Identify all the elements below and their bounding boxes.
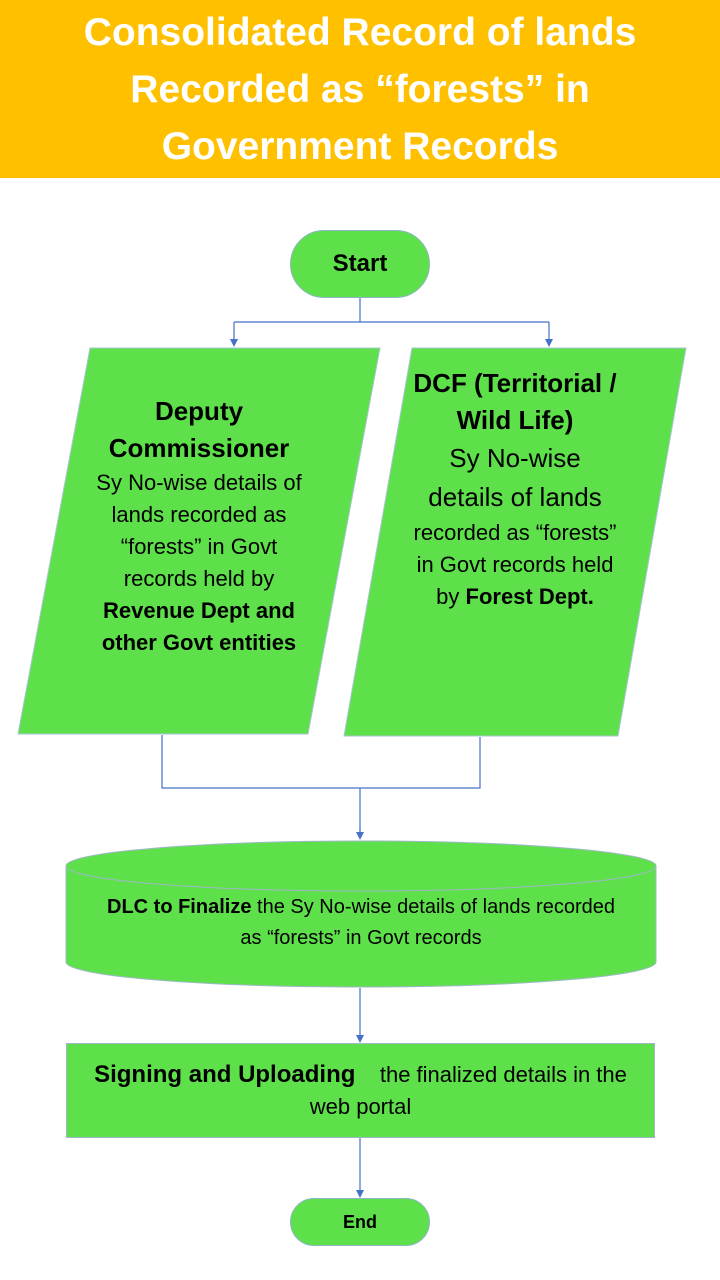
parallelogram-shape-left	[17, 347, 381, 735]
deputy-commissioner-text: Deputy Commissioner Sy No-wise details o…	[86, 393, 312, 659]
dlc-finalize-lead: DLC to Finalize	[107, 896, 252, 918]
dcf-body: recorded as “forests” in Govt records he…	[413, 520, 617, 609]
end-label: End	[343, 1211, 377, 1232]
deputy-commissioner-box: Deputy Commissioner Sy No-wise details o…	[16, 347, 382, 735]
dlc-finalize-body: the Sy No-wise details of lands recorded…	[240, 896, 615, 949]
deputy-commissioner-body: Sy No-wise details of lands recorded as …	[96, 470, 302, 591]
start-label: Start	[332, 250, 388, 277]
deputy-commissioner-title: Deputy Commissioner	[108, 396, 290, 463]
header-banner: Consolidated Record of lands Recorded as…	[0, 0, 720, 178]
dcf-bold: Forest Dept.	[465, 584, 594, 609]
signing-uploading-lead: Signing and Uploading	[94, 1060, 356, 1088]
dlc-finalize-cylinder: DLC to Finalize the Sy No-wise details o…	[65, 840, 657, 988]
cylinder-shape	[65, 840, 657, 988]
deputy-commissioner-bold: Revenue Dept and other Govt entities	[101, 598, 297, 655]
dlc-finalize-text: DLC to Finalize the Sy No-wise details o…	[105, 892, 617, 954]
connector-start-split	[234, 298, 549, 323]
dcf-title: DCF (Territorial / Wild Life)	[413, 368, 617, 435]
end-terminal: End	[290, 1198, 430, 1246]
dcf-box: DCF (Territorial / Wild Life) Sy No-wise…	[342, 347, 688, 737]
connector-merge	[161, 735, 481, 836]
signing-uploading-text: Signing and Uploading the finalized deta…	[81, 1059, 641, 1123]
page-title: Consolidated Record of lands Recorded as…	[83, 10, 637, 168]
dcf-text: DCF (Territorial / Wild Life) Sy No-wise…	[412, 365, 618, 613]
dcf-body-large: Sy No-wise details of lands	[428, 443, 602, 512]
parallelogram-shape-right	[343, 347, 687, 737]
signing-uploading-box: Signing and Uploading the finalized deta…	[66, 1043, 655, 1138]
start-terminal: Start	[290, 230, 430, 298]
signing-uploading-body: the finalized details in the web portal	[309, 1061, 627, 1119]
